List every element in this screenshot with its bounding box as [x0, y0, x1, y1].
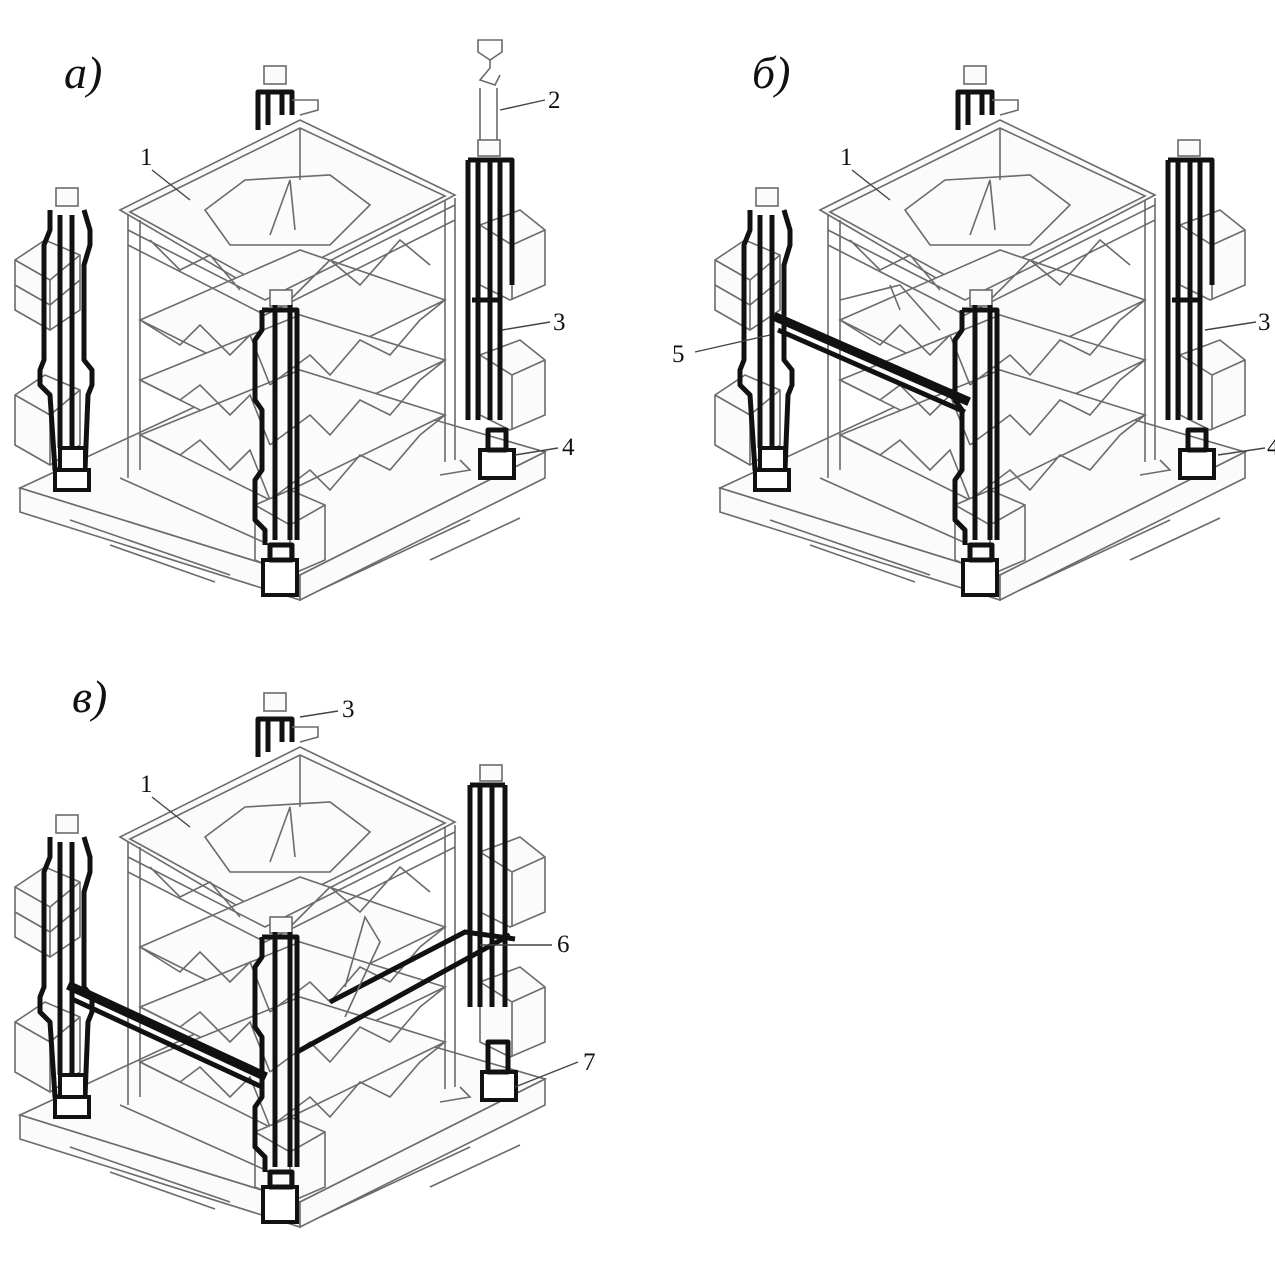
callout-b-1: 1: [840, 144, 853, 171]
crane-hook-icon: [477, 39, 503, 140]
callout-b-4: 4: [1267, 434, 1275, 461]
callout-c-7: 7: [583, 1049, 596, 1076]
panel-letter-b: б): [752, 47, 790, 98]
callout-b-3: 3: [1258, 309, 1271, 336]
panel-b: б) 1 5 3 4: [672, 47, 1275, 601]
callout-c-3: 3: [342, 696, 355, 723]
connecting-beam-5: [772, 312, 971, 406]
callout-c-6: 6: [557, 931, 570, 958]
panel-a: а) 1 2 3 4: [14, 39, 575, 601]
panel-letter-a: а): [64, 47, 102, 98]
callout-a-4: 4: [562, 434, 575, 461]
panel-letter-c: в): [72, 671, 107, 722]
callout-b-5: 5: [672, 341, 685, 368]
callout-a-3: 3: [553, 309, 566, 336]
callout-a-2: 2: [548, 87, 561, 114]
connecting-beam-lower: [66, 981, 268, 1081]
callout-a-1: 1: [140, 144, 153, 171]
connecting-beam-6: [295, 929, 516, 1055]
panel-c: в) 3 1 6 7: [14, 671, 596, 1228]
callout-c-1: 1: [140, 771, 153, 798]
